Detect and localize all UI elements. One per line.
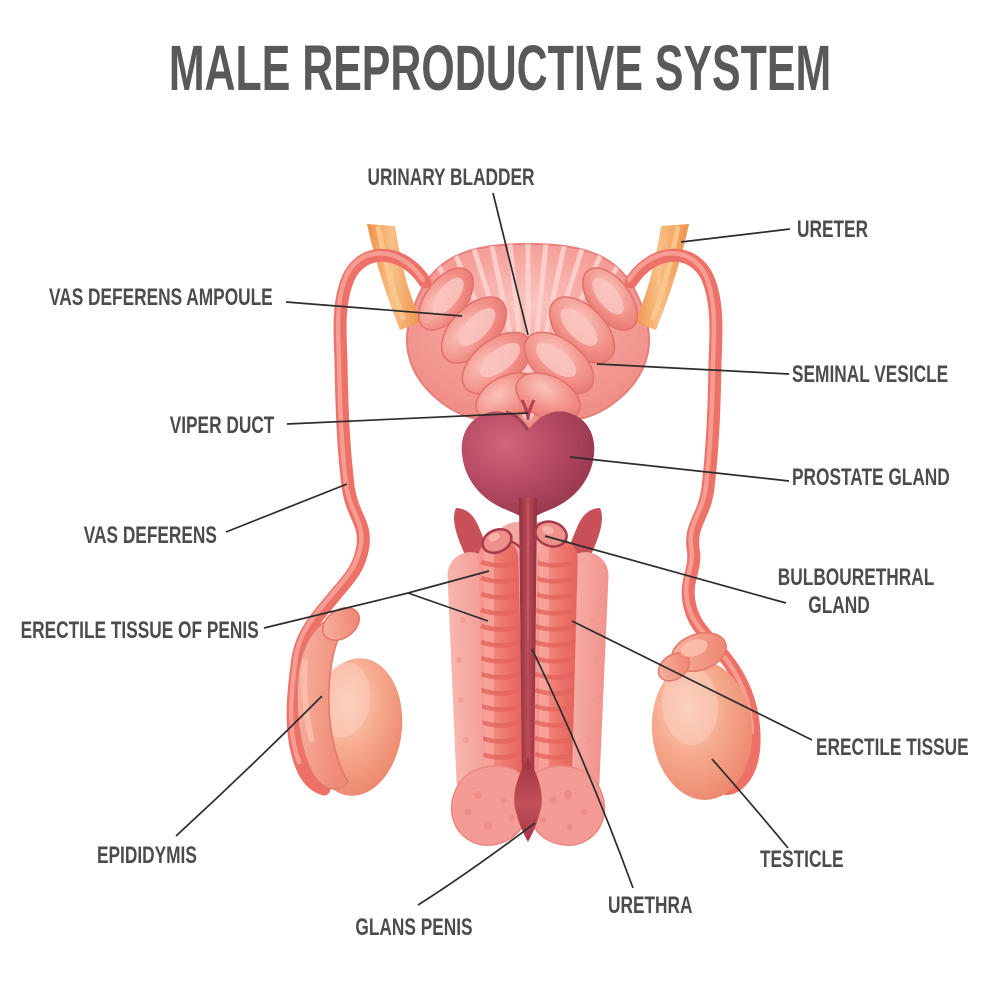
leader-urethra (531, 648, 634, 889)
vas-deferens-left-shape (286, 248, 432, 796)
leader-urinary-bladder (492, 192, 529, 336)
page-title: MALE REPRODUCTIVE SYSTEM (168, 32, 832, 104)
label-viper-duct: VIPER DUCT (169, 412, 274, 439)
epididymis-right-shape (657, 632, 727, 682)
leader-glans-penis (417, 822, 536, 906)
label-urethra: URETHRA (608, 892, 693, 919)
leader-erectile-tissue-of-penis (263, 570, 490, 629)
label-bulbourethral-gland: BULBOURETHRAL GLAND (777, 564, 935, 619)
leader-lines (175, 192, 813, 906)
leader-viper-duct (286, 412, 529, 425)
label-erectile-tissue: ERECTILE TISSUE (816, 734, 969, 761)
glans-penis-shape (450, 758, 606, 846)
label-urinary-bladder: URINARY BLADDER (367, 164, 535, 191)
label-prostate-gland: PROSTATE GLAND (792, 464, 950, 491)
leader-epididymis (175, 695, 323, 837)
leader-ureter (680, 228, 791, 243)
leader-seminal-vesicle (596, 363, 790, 375)
prostate-gland-shape (461, 410, 595, 522)
leader-vas-deferens-ampoule (285, 301, 463, 317)
leader-vas-deferens (225, 483, 348, 533)
urethra-tube-shape (519, 498, 537, 816)
label-vas-deferens-ampoule: VAS DEFERENS AMPOULE (49, 284, 273, 311)
testicle-right-shape (651, 660, 753, 800)
leader-erectile-tissue (571, 620, 813, 741)
corpus-cavernosum-left-shape (478, 538, 524, 784)
label-epididymis: EPIDIDYMIS (97, 842, 197, 869)
leader-bulbourethral-gland (544, 535, 787, 604)
label-seminal-vesicle: SEMINAL VESICLE (792, 361, 949, 388)
epididymis-left-shape (296, 607, 360, 790)
label-vas-deferens: VAS DEFERENS (83, 522, 217, 549)
label-testicle: TESTICLE (760, 846, 844, 873)
seminal-vesicle-right-shape (515, 267, 638, 422)
label-glans-penis: GLANS PENIS (355, 914, 473, 941)
leader-testicle (711, 758, 789, 849)
leader-prostate-gland (569, 456, 790, 482)
corpus-cavernosum-right-shape (532, 538, 578, 784)
label-erectile-tissue-of-penis: ERECTILE TISSUE OF PENIS (20, 617, 259, 644)
label-ureter: URETER (797, 216, 869, 243)
